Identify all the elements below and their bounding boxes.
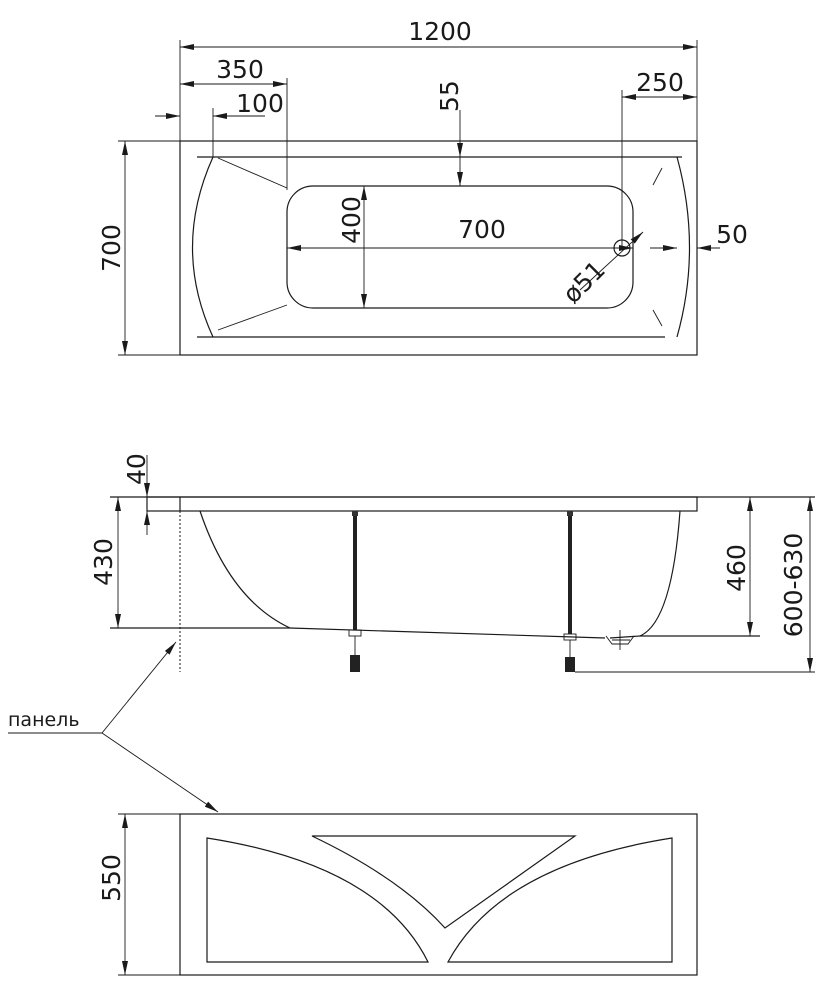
tub-rim [146,496,698,512]
panel-decor-right [446,837,673,963]
dim-panel-height: 550 [97,854,126,902]
dim-460: 460 [722,544,751,592]
dim-height: 600-630 [779,533,808,637]
leg-right [563,511,577,672]
panel-callout: панель [8,641,219,813]
dim-430: 430 [89,538,118,586]
dim-40: 40 [122,453,151,485]
dim-basin-width: 400 [337,196,366,244]
panel-view: 550 [97,813,698,976]
side-view: 40 430 460 600-630 [89,453,815,673]
leg-left [348,511,362,672]
dim-basin-length: 700 [458,215,506,244]
dim-drain: ø51 [557,255,611,309]
dim-100: 100 [236,89,284,118]
top-view: 1200 350 100 250 55 700 700 400 ø51 50 [97,17,748,356]
panel-decor-center [311,835,577,929]
panel-label: панель [8,709,80,731]
dim-250: 250 [636,68,684,97]
dim-50: 50 [716,220,748,249]
dim-length: 1200 [408,17,472,46]
panel-outline [179,813,698,976]
dim-55: 55 [435,80,464,112]
dim-width: 700 [97,224,126,272]
panel-decor-left [206,837,429,963]
dim-350: 350 [216,55,264,84]
